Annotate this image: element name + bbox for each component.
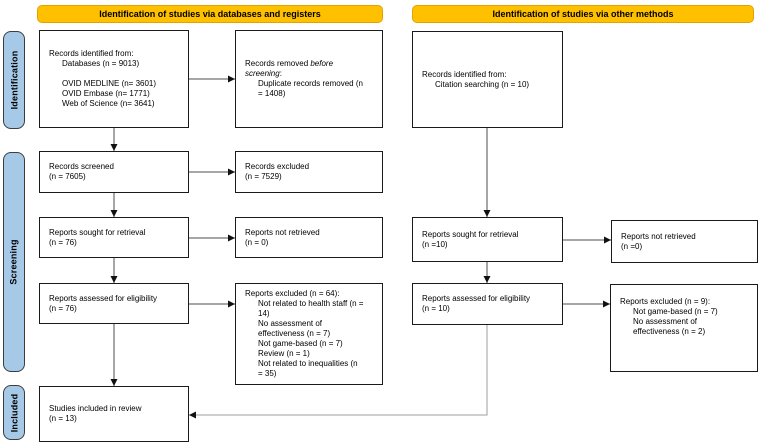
box-text-line: Reports excluded (n = 64): <box>245 289 340 298</box>
box-records-screened: Records screened(n = 7605) <box>39 151 189 193</box>
box-reports-assessed-databases: Reports assessed for eligibility(n = 76) <box>39 283 189 324</box>
header-databases-registers: Identification of studies via databases … <box>37 5 383 23</box>
box-reports-excluded-other: Reports excluded (n = 9):Not game-based … <box>610 284 758 372</box>
box-text-line: 14) <box>258 309 270 318</box>
box-text-line: Reports sought for retrieval <box>422 229 519 239</box>
box-text-line <box>49 69 182 79</box>
box-reports-sought-other: Reports sought for retrieval(n =10) <box>412 217 563 262</box>
box-text-line: Records excluded <box>245 162 310 171</box>
box-text-line: (n =10) <box>422 239 448 249</box>
box-text-line: Reports not retrieved <box>621 231 696 241</box>
box-text-line: Databases (n = 9013) <box>62 59 140 68</box>
stage-screening-label: Screening <box>9 239 20 285</box>
box-studies-included: Studies included in review(n = 13) <box>39 386 189 442</box>
box-reports-sought-databases: Reports sought for retrieval(n = 76) <box>39 217 189 258</box>
box-text-line: (n = 76) <box>49 303 77 313</box>
box-text-line: Studies included in review <box>49 404 142 413</box>
box-text-line: Reports sought for retrieval <box>49 227 146 237</box>
stage-identification-label: Identification <box>9 50 19 110</box>
stage-screening: Screening <box>3 152 25 372</box>
box-reports-excluded-databases: Reports excluded (n = 64):Not related to… <box>235 283 383 385</box>
box-text-line: Duplicate records removed (n <box>258 79 363 88</box>
box-text-line: Reports assessed for eligibility <box>49 293 158 303</box>
box-text-line: effectiveness (n = 2) <box>633 327 706 336</box>
box-text-line: Review (n = 1) <box>258 349 310 358</box>
box-text-line: (n = 13) <box>49 414 77 423</box>
box-text-line: Records screened <box>49 162 114 171</box>
box-text-line: Not related to inequalities (n <box>258 359 358 368</box>
box-reports-not-retrieved-databases: Reports not retrieved(n = 0) <box>235 217 383 258</box>
box-text-line: (n = 76) <box>49 237 77 247</box>
box-text-line: Records identified from: <box>49 49 134 58</box>
box-text-line: Reports assessed for eligibility <box>422 294 531 303</box>
box-text-line: No assessment of <box>633 317 698 326</box>
header-other-methods: Identification of studies via other meth… <box>412 5 754 23</box>
box-text-line: = 1408) <box>258 89 286 98</box>
box-text-line: Not game-based (n = 7) <box>258 339 343 348</box>
box-reports-not-retrieved-other: Reports not retrieved(n =0) <box>611 220 758 263</box>
box-text-line: Reports not retrieved <box>245 227 320 237</box>
box-text-line: Records identified from: <box>422 69 507 79</box>
box-text-line: Records removed before <box>245 59 334 68</box>
box-text-line: effectiveness (n = 7) <box>258 329 331 338</box>
box-text-line: (n = 0) <box>245 237 269 247</box>
stage-identification: Identification <box>3 31 25 129</box>
box-text-line: (n = 7529) <box>245 172 282 181</box>
box-records-identified-other: Records identified from:Citation searchi… <box>412 31 563 128</box>
box-text-line: No assessment of <box>258 319 323 328</box>
box-text-line: Citation searching (n = 10) <box>435 79 530 89</box>
box-reports-assessed-other: Reports assessed for eligibility(n = 10) <box>412 283 563 325</box>
box-text-line: Reports excluded (n = 9): <box>620 297 711 306</box>
box-text-line: screening: <box>245 69 282 78</box>
box-text-line: Not related to health staff (n = <box>258 299 364 308</box>
stage-included: Included <box>3 385 25 440</box>
box-text-line: (n =0) <box>621 241 643 251</box>
box-records-identified-databases: Records identified from:Databases (n = 9… <box>39 30 189 128</box>
box-text-line: OVID Embase (n= 1771) <box>62 89 150 98</box>
stage-included-label: Included <box>9 393 20 432</box>
box-text-line: Web of Science (n= 3641) <box>62 99 155 108</box>
box-text-line: OVID MEDLINE (n= 3601) <box>62 79 157 88</box>
box-text-line: (n = 10) <box>422 304 450 313</box>
box-text-line: Not game-based (n = 7) <box>633 307 718 316</box>
box-text-line: = 35) <box>258 369 277 378</box>
box-text-line: (n = 7605) <box>49 172 86 181</box>
box-records-excluded: Records excluded(n = 7529) <box>235 151 383 193</box>
